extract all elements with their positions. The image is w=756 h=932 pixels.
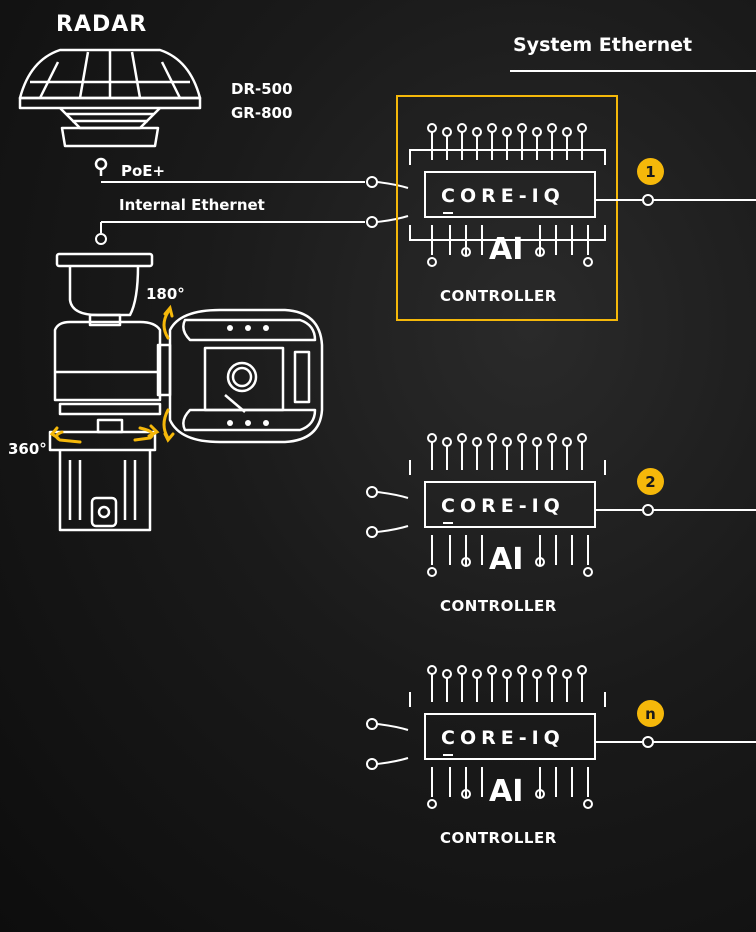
controller-1-highlight bbox=[396, 95, 618, 321]
tilt-rotation-label: 180° bbox=[146, 285, 185, 303]
controller-3-ai-label: AI bbox=[489, 774, 524, 809]
controller-2-chip bbox=[366, 149, 756, 577]
system-ethernet-underline bbox=[510, 70, 756, 72]
model-label-dr500: DR-500 bbox=[231, 80, 293, 98]
controller-2-ai-label: AI bbox=[489, 542, 524, 577]
controller-2-label: CONTROLLER bbox=[440, 597, 557, 615]
radar-title: RADAR bbox=[56, 12, 148, 37]
controller-1-label: CONTROLLER bbox=[440, 287, 557, 305]
controller-3-label: CONTROLLER bbox=[440, 829, 557, 847]
controller-2-badge: 2 bbox=[637, 468, 664, 495]
controller-3-core-label: CORE-IQ bbox=[441, 727, 565, 749]
controller-1-badge: 1 bbox=[637, 158, 664, 185]
controller-2-core-label: CORE-IQ bbox=[441, 495, 565, 517]
poe-label: PoE+ bbox=[121, 162, 166, 180]
controller-3-badge: n bbox=[637, 700, 664, 727]
controller-3-chip bbox=[366, 149, 756, 809]
internal-ethernet-label: Internal Ethernet bbox=[119, 196, 265, 214]
pan-rotation-label: 360° bbox=[8, 440, 47, 458]
controller-1-ai-label: AI bbox=[489, 232, 524, 267]
controller-1-core-label: CORE-IQ bbox=[441, 185, 565, 207]
model-label-gr800: GR-800 bbox=[231, 104, 293, 122]
system-ethernet-title: System Ethernet bbox=[513, 34, 693, 56]
